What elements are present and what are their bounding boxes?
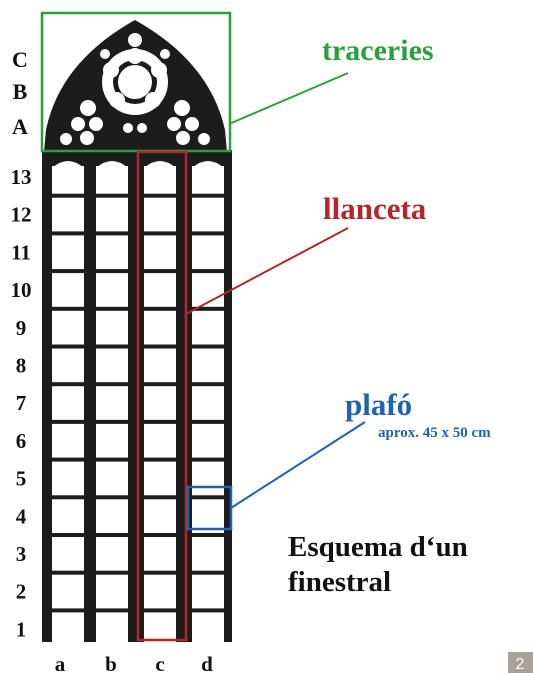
row-label: 2 xyxy=(16,580,27,604)
row-label: 3 xyxy=(16,542,27,566)
glass-panels xyxy=(52,161,224,647)
glass-panel xyxy=(52,612,84,647)
glass-panel xyxy=(52,386,84,420)
glass-panel xyxy=(144,197,176,232)
page-number: 2 xyxy=(516,656,525,673)
glass-panel xyxy=(192,423,224,458)
glass-panel xyxy=(144,235,176,270)
glass-panel xyxy=(192,574,224,609)
glass-panel xyxy=(52,574,84,609)
plafo-size-note: aprox. 45 x 50 cm xyxy=(378,425,491,441)
column-label: c xyxy=(155,652,164,673)
glass-panel xyxy=(192,197,224,232)
glass-panel xyxy=(52,499,84,533)
glass-panel xyxy=(144,537,176,571)
glass-panel xyxy=(144,461,176,496)
glass-panel xyxy=(192,348,224,383)
row-label: 4 xyxy=(16,504,27,528)
row-label: 12 xyxy=(11,203,32,227)
cusped-head xyxy=(144,161,176,168)
traceries-label: traceries xyxy=(322,34,434,67)
glass-panel xyxy=(144,273,176,307)
glass-panel xyxy=(96,537,128,571)
glass-panel xyxy=(96,235,128,270)
glass-panel xyxy=(52,423,84,458)
glass-panel xyxy=(192,235,224,270)
glass-panel xyxy=(192,310,224,345)
glass-panel xyxy=(192,499,224,533)
glass-panel xyxy=(52,273,84,307)
glass-panel xyxy=(144,166,176,194)
glass-panel xyxy=(96,273,128,307)
glass-panel xyxy=(96,461,128,496)
tracery-head xyxy=(44,20,227,152)
glass-panel xyxy=(192,386,224,420)
glass-panel xyxy=(96,197,128,232)
column-label: a xyxy=(55,652,66,673)
cusped-head xyxy=(96,161,128,168)
glass-panel xyxy=(96,499,128,533)
glass-panel xyxy=(192,537,224,571)
row-label: 5 xyxy=(16,467,27,491)
glass-panel xyxy=(96,348,128,383)
glass-panel xyxy=(192,461,224,496)
glass-panel xyxy=(52,235,84,270)
glass-panel xyxy=(96,574,128,609)
glass-panel xyxy=(192,612,224,647)
glass-panel xyxy=(96,423,128,458)
llanceta-highlight xyxy=(136,150,188,642)
row-label: 6 xyxy=(16,429,27,453)
glass-panel xyxy=(52,461,84,496)
glass-panel xyxy=(96,386,128,420)
cusped-head xyxy=(52,161,84,168)
row-label: 9 xyxy=(16,316,27,340)
glass-panel xyxy=(192,166,224,194)
glass-panel xyxy=(144,574,176,609)
tracery-label-b: B xyxy=(13,79,28,104)
glass-panel xyxy=(144,348,176,383)
glass-panel xyxy=(96,166,128,194)
glass-panel xyxy=(144,499,176,533)
glass-panel xyxy=(52,166,84,194)
row-label: 1 xyxy=(16,617,27,641)
row-label: 10 xyxy=(11,278,32,302)
glass-panel xyxy=(96,310,128,345)
glass-panel xyxy=(96,612,128,647)
glass-panel xyxy=(52,348,84,383)
glass-panel xyxy=(144,423,176,458)
row-label: 11 xyxy=(11,240,31,264)
plafo-pointer xyxy=(230,421,366,509)
column-label: b xyxy=(105,652,117,673)
caption-line-2: finestral xyxy=(288,566,391,598)
llanceta-label: llanceta xyxy=(323,191,427,226)
glass-panel xyxy=(144,386,176,420)
column-label: d xyxy=(201,652,213,673)
row-label: 8 xyxy=(16,354,27,378)
row-label: 13 xyxy=(11,165,32,189)
glass-panel xyxy=(192,273,224,307)
llanceta-pointer xyxy=(185,227,349,315)
page-number-badge xyxy=(508,652,533,673)
glass-panel xyxy=(144,310,176,345)
glass-panel xyxy=(52,537,84,571)
glass-panel xyxy=(52,310,84,345)
traceries-pointer xyxy=(228,72,349,125)
plafo-label: plafó xyxy=(345,387,412,422)
traceries-highlight xyxy=(40,11,232,153)
cusped-head xyxy=(192,161,224,168)
tracery-label-c: C xyxy=(12,47,28,72)
caption-line-1: Esquema d‘un xyxy=(288,531,468,563)
tracery-label-a: A xyxy=(12,114,28,139)
row-label: 7 xyxy=(16,391,27,415)
column-labels: a b c d xyxy=(55,652,213,673)
glass-panel xyxy=(52,197,84,232)
